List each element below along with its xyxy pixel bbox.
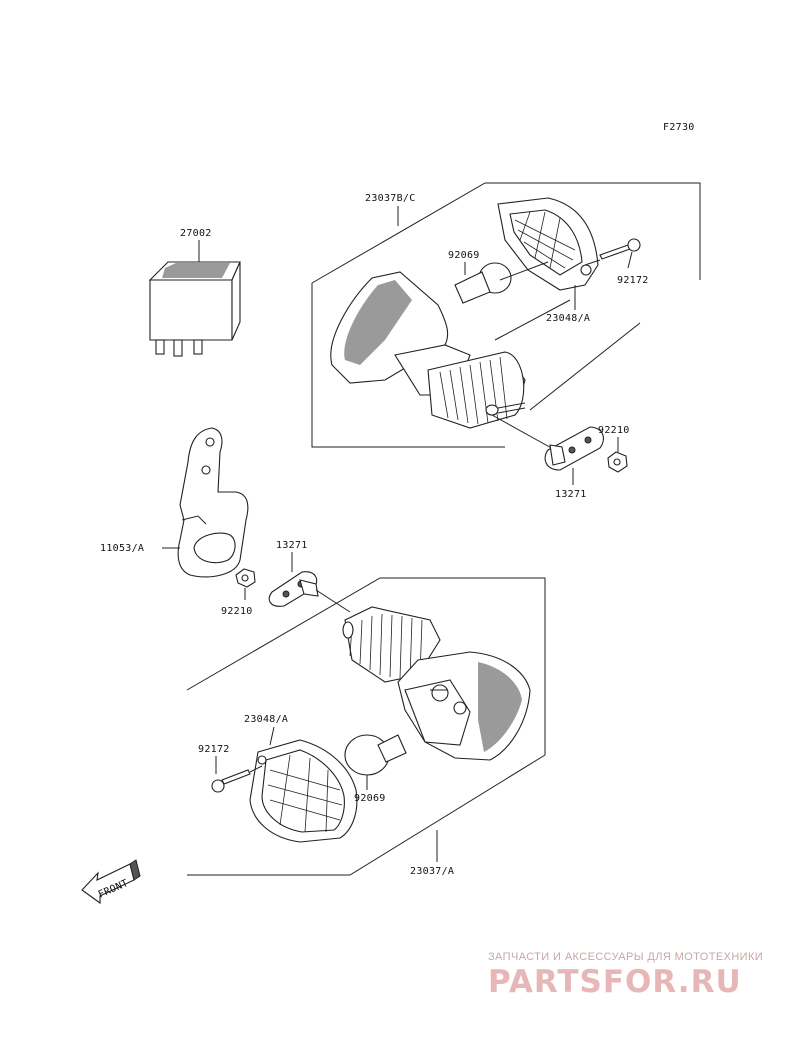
watermark-brand-logo: PARTSFOR.RU bbox=[488, 964, 742, 1000]
relay-27002: 27002 bbox=[148, 228, 241, 357]
front-arrow-icon: FRONT bbox=[81, 859, 141, 905]
turn-signal-assembly-bottom: 23048/A 92069 92172 23037/A bbox=[186, 577, 546, 877]
label-92210-left[interactable]: 92210 bbox=[221, 606, 253, 617]
bracket-11053a: 11053/A bbox=[100, 427, 249, 578]
label-92210-right[interactable]: 92210 bbox=[598, 425, 630, 436]
label-13271-left[interactable]: 13271 bbox=[276, 540, 308, 551]
label-92172-bottom[interactable]: 92172 bbox=[198, 744, 230, 755]
gasket-nut-left: 13271 92210 bbox=[221, 540, 351, 617]
label-23037a[interactable]: 23037/A bbox=[410, 866, 454, 877]
label-13271-right[interactable]: 13271 bbox=[555, 489, 587, 500]
diagram-code: F2730 bbox=[663, 122, 695, 133]
label-23048a-bottom[interactable]: 23048/A bbox=[244, 714, 288, 725]
gasket-nut-right: 92210 13271 bbox=[544, 425, 630, 500]
label-23037bc[interactable]: 23037B/C bbox=[365, 193, 416, 204]
watermark-tagline: ЗАПЧАСТИ И АКСЕССУАРЫ ДЛЯ МОТОТЕХНИКИ bbox=[488, 951, 764, 963]
label-92172-top[interactable]: 92172 bbox=[617, 275, 649, 286]
turn-signal-assembly-top: 23037B/C 92069 bbox=[311, 182, 701, 451]
label-11053a[interactable]: 11053/A bbox=[100, 543, 144, 554]
label-92069-bottom[interactable]: 92069 bbox=[354, 793, 386, 804]
label-92069-top[interactable]: 92069 bbox=[448, 250, 480, 261]
label-27002[interactable]: 27002 bbox=[180, 228, 212, 239]
label-23048a-top[interactable]: 23048/A bbox=[546, 313, 590, 324]
